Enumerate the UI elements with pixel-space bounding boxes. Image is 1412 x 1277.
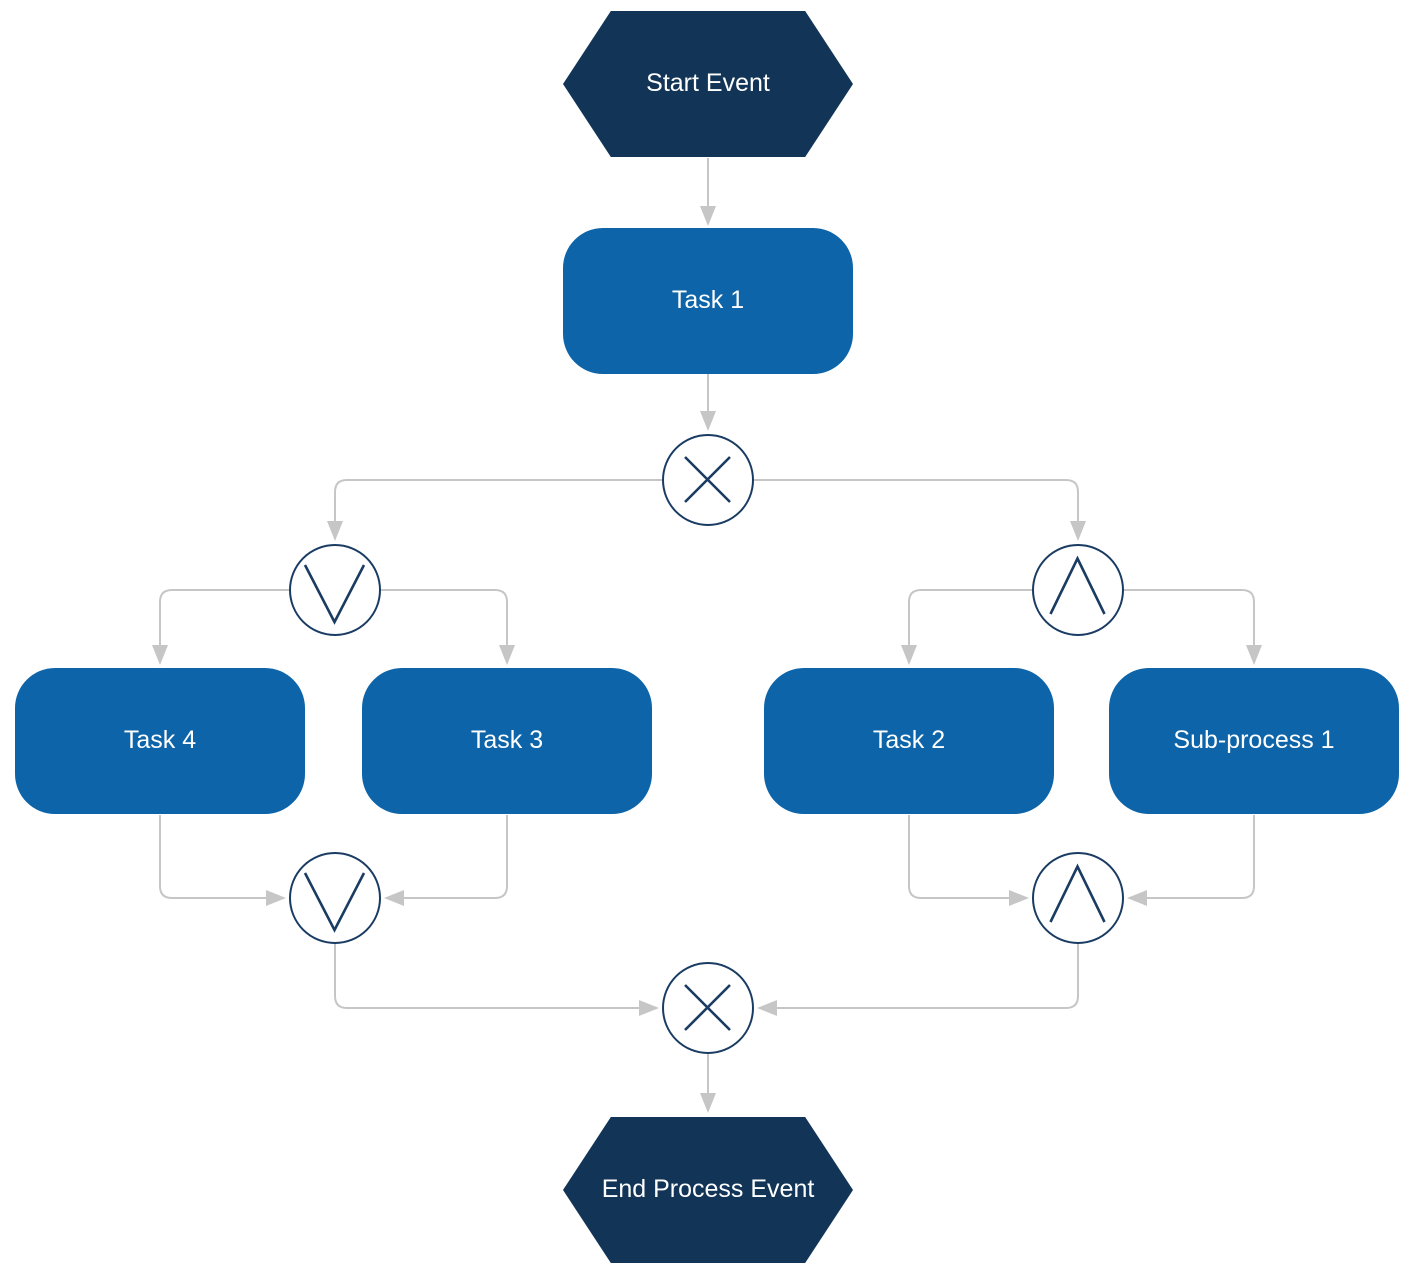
task4-label: Task 4 [123, 726, 197, 755]
end-process-event-label: End Process Event [601, 1175, 815, 1204]
xor-split-gateway[interactable] [662, 434, 754, 526]
task3-node[interactable]: Task 3 [362, 668, 652, 814]
connector-or-split-to-task4 [152, 589, 289, 665]
xor-gateway-icon [684, 984, 731, 1031]
task2-node[interactable]: Task 2 [764, 668, 1054, 814]
and-gateway-icon [1049, 863, 1106, 923]
connector-subprocess1-to-and-join [1127, 815, 1255, 906]
connector-task2-to-and-join [908, 815, 1029, 906]
subprocess1-label: Sub-process 1 [1173, 726, 1335, 755]
connector-and-join-to-xor-join [757, 944, 1079, 1016]
and-gateway-icon [1049, 555, 1106, 615]
task2-label: Task 2 [872, 726, 946, 755]
start-event-node[interactable]: Start Event [563, 11, 853, 157]
or-gateway-icon [303, 872, 366, 933]
xor-gateway-icon [684, 456, 731, 503]
or-gateway-icon [303, 564, 366, 625]
connector-or-split-to-task3 [381, 589, 515, 665]
connector-xor-split-to-and-split [754, 479, 1086, 541]
connector-and-split-to-task2 [901, 589, 1032, 665]
or-join-gateway[interactable] [289, 852, 381, 944]
xor-join-gateway[interactable] [662, 962, 754, 1054]
connector-xor-split-to-or-split [327, 479, 662, 541]
task1-node[interactable]: Task 1 [563, 228, 853, 374]
task3-label: Task 3 [470, 726, 544, 755]
task1-label: Task 1 [671, 286, 745, 315]
and-split-gateway[interactable] [1032, 544, 1124, 636]
subprocess1-node[interactable]: Sub-process 1 [1109, 668, 1399, 814]
and-join-gateway[interactable] [1032, 852, 1124, 944]
end-process-event-node[interactable]: End Process Event [563, 1117, 853, 1263]
start-event-label: Start Event [646, 69, 770, 98]
connector-task4-to-or-join [159, 815, 286, 906]
task4-node[interactable]: Task 4 [15, 668, 305, 814]
or-split-gateway[interactable] [289, 544, 381, 636]
connector-or-join-to-xor-join [334, 944, 659, 1016]
connector-task3-to-or-join [384, 815, 508, 906]
connector-and-split-to-subprocess1 [1124, 589, 1262, 665]
